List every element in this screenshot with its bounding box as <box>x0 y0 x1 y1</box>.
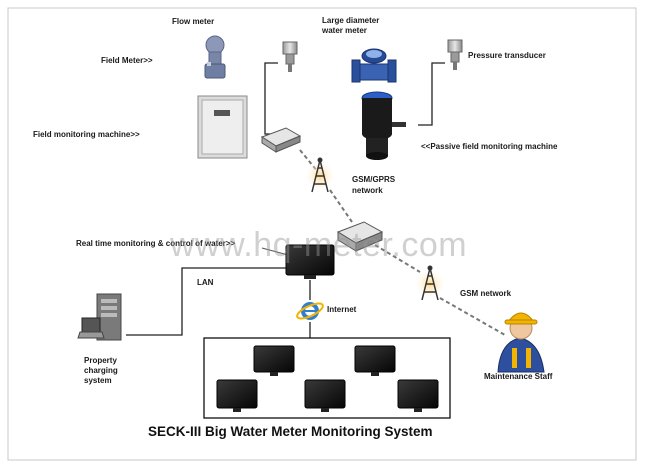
flow-meter-label: Flow meter <box>172 17 215 26</box>
flow-meter-icon <box>204 35 226 79</box>
wireless-links <box>299 149 506 336</box>
field-monitoring-machine-label: Field monitoring machine>> <box>33 130 140 139</box>
server-icon <box>77 293 122 341</box>
large-meter-label-line1: Large diameter <box>322 16 380 25</box>
lan-label: LAN <box>197 278 214 287</box>
water-meter-icon <box>351 48 397 83</box>
computer-monitor-icon <box>397 379 439 412</box>
gprs-modem-icon <box>260 127 302 153</box>
computer-monitor-icon <box>216 379 258 412</box>
large-meter-label-line2: water meter <box>322 26 367 35</box>
gsm-gprs-label-line2: network <box>352 186 383 195</box>
computer-monitor-icon <box>304 379 346 412</box>
pressure-transducer-label: Pressure transducer <box>468 51 546 60</box>
field-meter-label: Field Meter>> <box>101 56 153 65</box>
property-label-line2: charging <box>84 366 118 375</box>
lan-line <box>126 267 300 336</box>
real-time-pointer <box>261 247 289 256</box>
pressure-transducer-icon <box>282 41 298 72</box>
gsm-network-label: GSM network <box>460 289 512 298</box>
computer-monitor-icon <box>253 345 295 376</box>
wire-transducer-left <box>264 62 278 135</box>
internet-explorer-icon <box>296 302 324 320</box>
pressure-transducer-icon <box>447 39 463 70</box>
property-label-line3: system <box>84 376 112 385</box>
maintenance-staff-label: Maintenance Staff <box>484 372 553 381</box>
gsm-tower-icon <box>414 265 446 301</box>
gprs-modem-icon <box>336 221 384 252</box>
real-time-label: Real time monitoring & control of water>… <box>76 239 236 248</box>
gsm-tower-icon <box>304 157 336 193</box>
passive-machine-label: <<Passive field monitoring machine <box>421 142 558 151</box>
maintenance-staff-icon <box>497 312 545 373</box>
computer-monitor-icon <box>354 345 396 376</box>
diagram-title: SECK-III Big Water Meter Monitoring Syst… <box>148 424 433 439</box>
server-monitor-icon <box>285 244 335 279</box>
page-frame <box>7 7 637 461</box>
property-label-line1: Property <box>84 356 117 365</box>
internet-label: Internet <box>327 305 357 314</box>
field-cabinet-icon <box>197 95 248 159</box>
wire-transducer-right <box>418 62 445 126</box>
passive-monitoring-machine-icon <box>361 91 406 160</box>
gsm-gprs-label-line1: GSM/GPRS <box>352 175 396 184</box>
watermark: www.hq-meter.com <box>170 226 468 264</box>
